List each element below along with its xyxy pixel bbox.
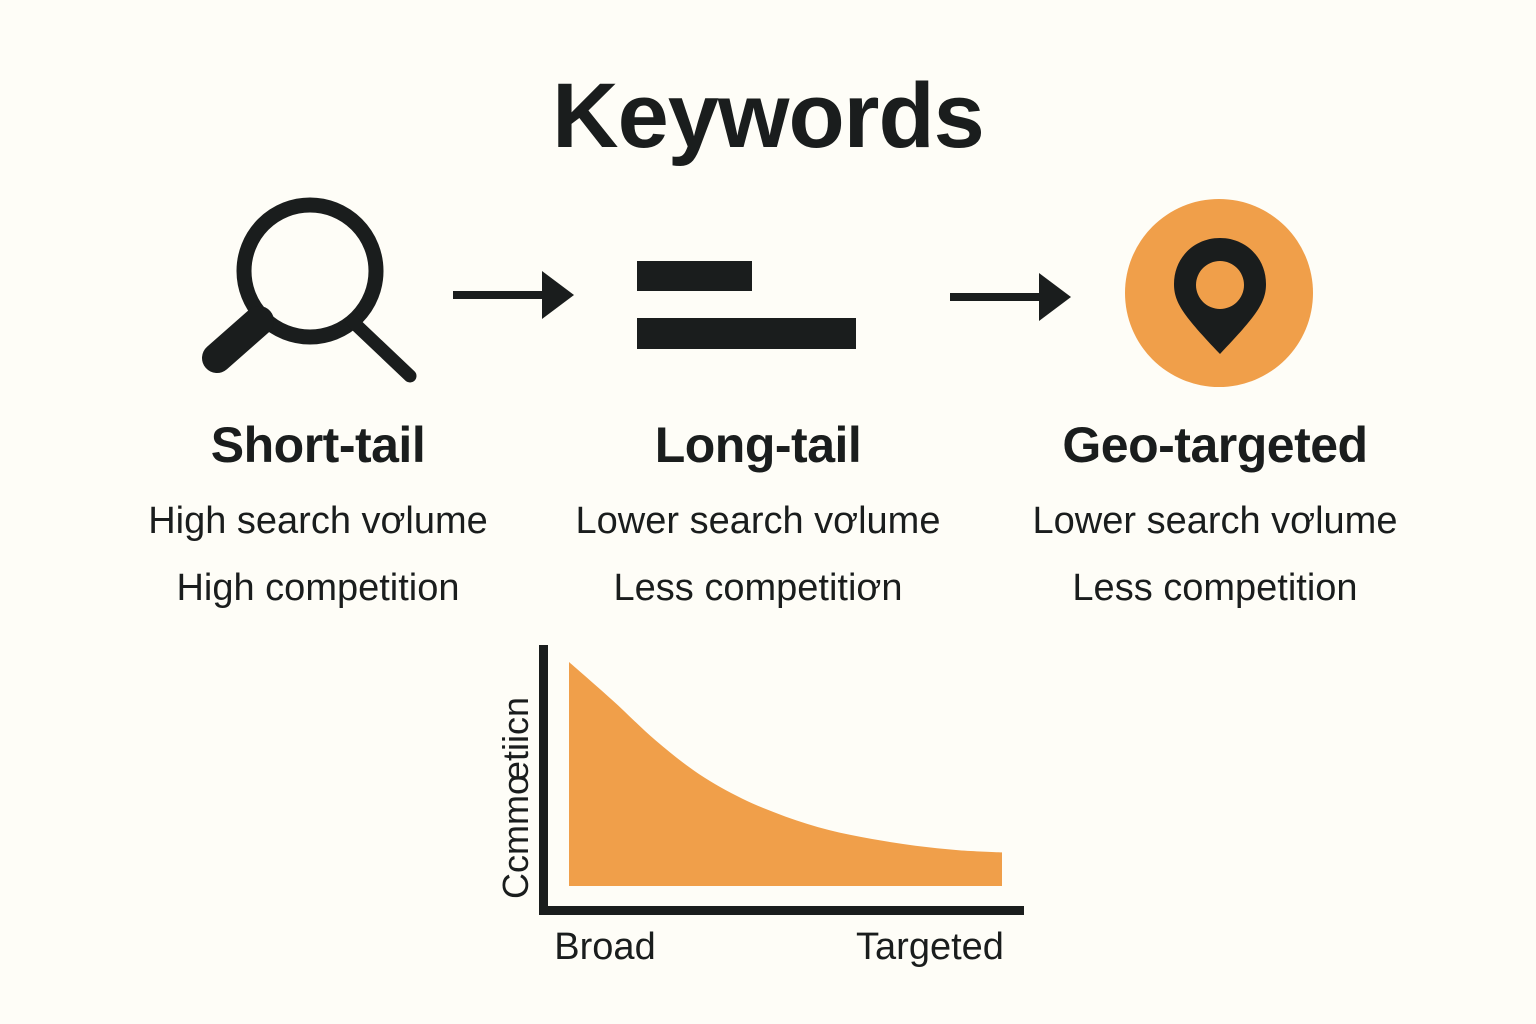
magnifier-icon [202,197,417,383]
column-subtext-competition: High competition [176,566,460,609]
competition-chart [539,645,1024,915]
column-short-tail: Short-tail High search vơlume High compe… [88,418,548,610]
column-subtext-competition: Less competitiơn [613,566,903,609]
column-title: Geo-targeted [1062,417,1368,473]
pin-shape [1174,238,1266,354]
column-subtext-volume: Lower search vơlume [575,500,941,542]
column-title: Short-tail [210,417,426,473]
x-tick-targeted: Targeted [856,926,1004,968]
column-subtext-competition: Less competition [1072,566,1358,609]
column-subtext-volume: Lower search vơlume [1032,500,1398,542]
x-axis-line [539,906,1024,915]
arrow-right-icon [950,273,1071,321]
column-long-tail: Long-tail Lower search vơlume Less compe… [528,418,988,610]
y-axis-label: Ccmmœtiicn [495,697,536,899]
page-title: Keywords [552,65,985,167]
x-tick-broad: Broad [554,926,656,968]
column-subtext-volume: High search vơlume [148,500,488,542]
location-pin-icon [1125,199,1313,387]
text-lines-icon [637,261,856,349]
arrow-right-icon [453,271,574,319]
column-title: Long-tail [654,417,862,473]
orange-badge-circle [1125,199,1313,387]
competition-area-series [569,662,1002,886]
column-geo-targeted: Geo-targeted Lower search vơlume Less co… [985,418,1445,610]
y-axis-line [539,645,548,915]
